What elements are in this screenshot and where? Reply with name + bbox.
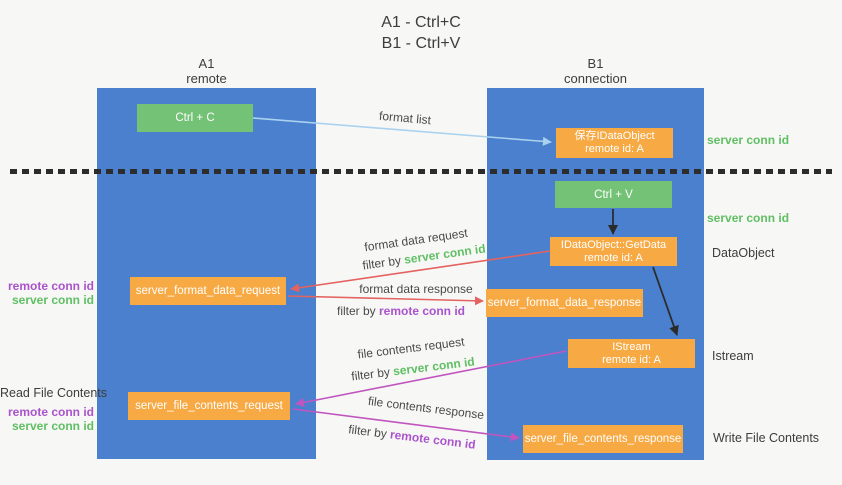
left-conn-id-group-bottom: Read File Contents remote conn id server… xyxy=(0,386,108,433)
server-conn-id-label-mid-right: server conn id xyxy=(707,211,790,225)
remote-conn-id-keyword: remote conn id xyxy=(379,304,466,318)
title-line-2: B1 - Ctrl+V xyxy=(381,35,461,52)
save-idataobject-line1: 保存IDataObject xyxy=(574,130,655,142)
left-conn-id-group-top: remote conn id server conn id xyxy=(0,279,94,307)
getdata-line2: remote id: A xyxy=(584,251,643,264)
ctrl-c-label: Ctrl + C xyxy=(175,112,215,124)
ctrl-v-node: Ctrl + V xyxy=(555,181,672,208)
read-file-contents-label: Read File Contents xyxy=(0,386,108,400)
server-file-contents-response-node: server_file_contents_response xyxy=(523,425,683,453)
right-column-role: connection xyxy=(564,71,627,86)
ctrl-v-label: Ctrl + V xyxy=(594,188,633,201)
save-idataobject-node: 保存IDataObject remote id: A xyxy=(556,128,673,158)
format-data-response-arrow xyxy=(287,295,484,306)
server-format-data-request-label: server_format_data_request xyxy=(135,285,281,297)
file-contents-request-arrow xyxy=(295,350,567,407)
left-column-name: A1 xyxy=(198,56,215,71)
format-data-response-label: format data response xyxy=(359,282,473,296)
server-file-contents-request-label: server_file_contents_request xyxy=(135,400,283,412)
server-format-data-response-label: server_format_data_response xyxy=(487,297,642,309)
istream-line2: remote id: A xyxy=(602,353,661,366)
left-column-role: remote xyxy=(186,71,227,86)
remote-conn-id-label-left-top: remote conn id xyxy=(7,279,94,293)
write-file-contents-label: Write File Contents xyxy=(713,431,820,445)
server-file-contents-response-label: server_file_contents_response xyxy=(524,433,682,445)
title-line-1: A1 - Ctrl+C xyxy=(381,14,461,31)
file-contents-response-arrow xyxy=(292,408,520,442)
istream-node: IStream remote id: A xyxy=(568,339,695,368)
left-column-header: A1 remote xyxy=(97,56,316,86)
filter-by-text: filter by xyxy=(336,304,379,318)
getdata-line1: IDataObject::GetData xyxy=(560,238,667,251)
server-format-data-request-node: server_format_data_request xyxy=(130,277,286,305)
server-file-contents-request-node: server_file_contents_request xyxy=(128,392,290,420)
filter-by-remote-conn-id-label-1: filter by remote conn id xyxy=(337,304,465,318)
format-data-request-arrow xyxy=(290,250,551,293)
istream-side-label: Istream xyxy=(712,349,754,363)
dataobject-label: DataObject xyxy=(712,246,775,260)
server-conn-id-label-left-bottom: server conn id xyxy=(11,419,94,433)
server-conn-id-label-left-top: server conn id xyxy=(11,293,94,307)
format-list-arrow xyxy=(252,117,552,146)
right-column-name: B1 xyxy=(587,56,604,71)
remote-conn-id-label-left-bottom: remote conn id xyxy=(7,405,94,419)
server-conn-id-label-top-right: server conn id xyxy=(707,133,790,147)
server-format-data-response-node: server_format_data_response xyxy=(486,289,643,317)
save-idataobject-line2: remote id: A xyxy=(585,143,644,155)
getdata-node: IDataObject::GetData remote id: A xyxy=(550,237,677,266)
diagram-title: A1 - Ctrl+C B1 - Ctrl+V xyxy=(0,12,842,54)
getdata-to-istream-arrow xyxy=(652,266,679,336)
istream-line1: IStream xyxy=(612,340,651,353)
right-column-header: B1 connection xyxy=(487,56,704,86)
dotted-divider-line xyxy=(10,169,832,174)
ctrl-c-node: Ctrl + C xyxy=(137,104,253,132)
